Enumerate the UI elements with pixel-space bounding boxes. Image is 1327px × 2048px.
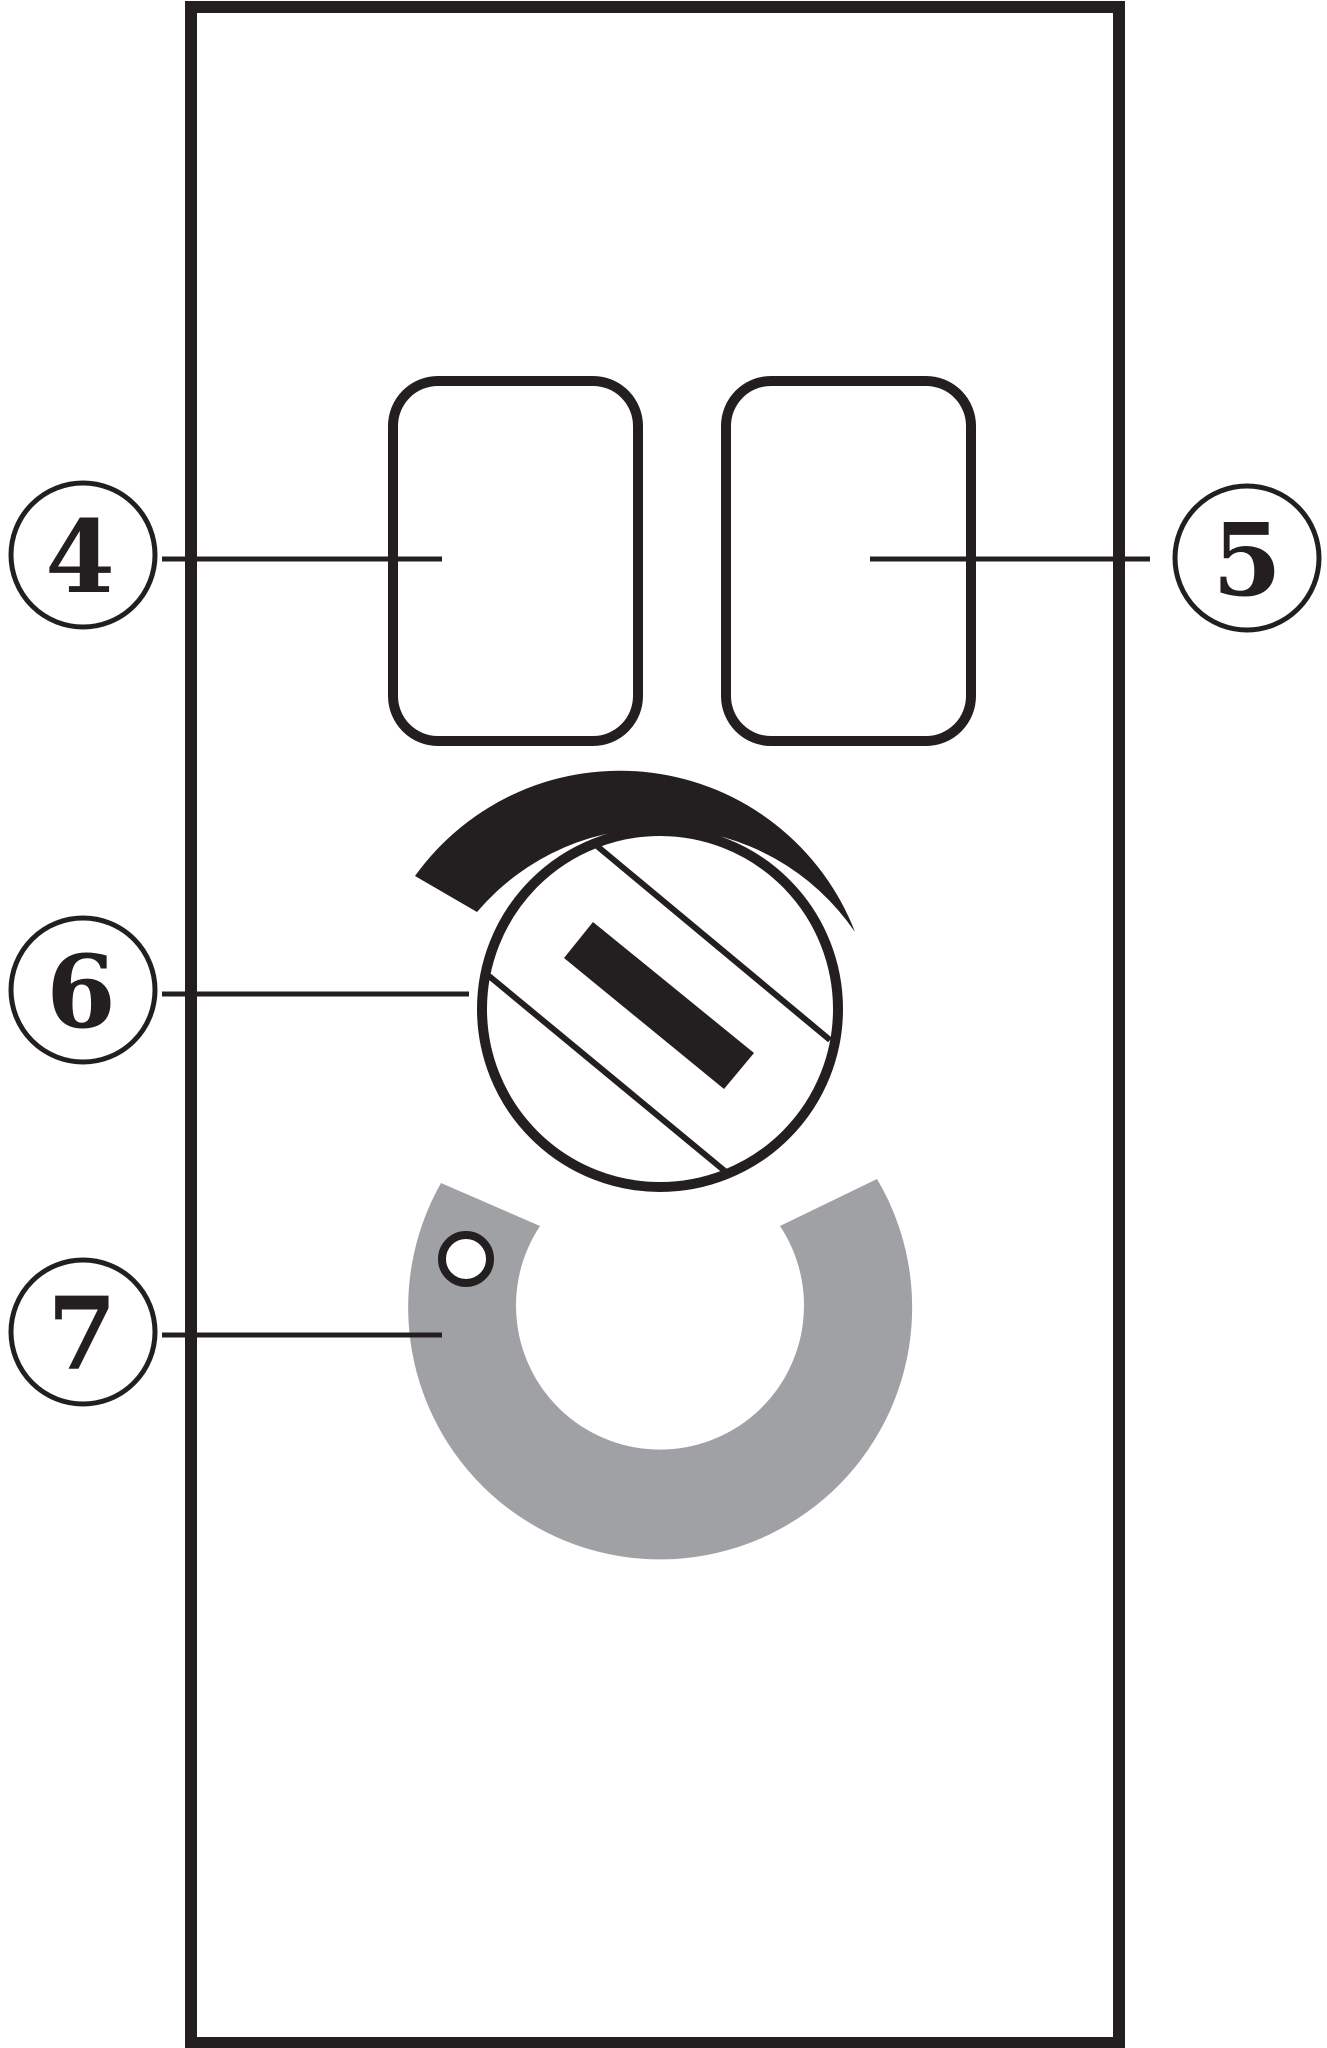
callout-7-circle: [8, 1257, 158, 1407]
callout-4-number: 4: [45, 498, 115, 616]
callout-4: 4: [8, 480, 158, 630]
callout-5-number: 5: [1212, 501, 1282, 619]
dial-grip-line-lower: [487, 973, 728, 1175]
indicator-hole: [438, 1231, 494, 1287]
callout-5-circle: [1172, 483, 1322, 633]
dial-grip-line-upper: [595, 843, 832, 1043]
leader-lines: [162, 556, 1150, 1338]
callout-7: 7: [8, 1257, 158, 1407]
gray-ring: [408, 1179, 913, 1560]
dial-arc-indicator: [415, 770, 855, 932]
callout-7-number: 7: [47, 1275, 117, 1393]
callout-6: 6: [8, 915, 158, 1065]
callout-5: 5: [1172, 483, 1322, 633]
callout-4-circle: [8, 480, 158, 630]
callout-6-number: 6: [46, 933, 116, 1051]
panel-outline: [185, 1, 1125, 2048]
callout-6-circle: [8, 915, 158, 1065]
dial-pointer-bar: [564, 922, 754, 1089]
